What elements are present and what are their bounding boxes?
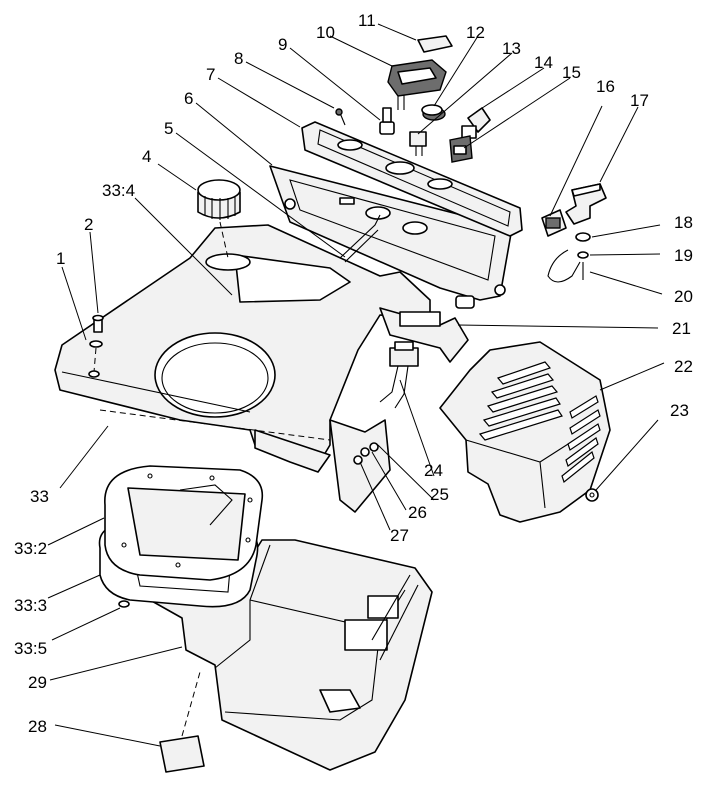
callout-22: 22 (674, 357, 693, 376)
callout-33-3: 33:3 (14, 596, 47, 615)
callout-12: 12 (466, 23, 485, 42)
callout-1: 1 (56, 249, 65, 268)
part-15-switch (449, 135, 473, 163)
part-33-5-nut (118, 600, 130, 608)
callout-6: 6 (184, 89, 193, 108)
callout-28: 28 (28, 717, 47, 736)
callout-27: 27 (390, 526, 409, 545)
callout-7: 7 (206, 65, 215, 84)
callout-23: 23 (670, 401, 689, 420)
callout-33: 33 (30, 487, 49, 506)
part-13-choke (409, 131, 427, 156)
callout-25: 25 (430, 485, 449, 504)
part-28-pad (159, 671, 205, 773)
callout-4: 4 (142, 147, 151, 166)
callout-10: 10 (316, 23, 335, 42)
callout-17: 17 (630, 91, 649, 110)
part-33-upper-shroud (54, 224, 431, 513)
part-12-knob (421, 104, 446, 121)
callout-20: 20 (674, 287, 693, 306)
callout-8: 8 (234, 49, 243, 68)
part-33-2-mounting-plate (104, 465, 264, 581)
part-5-harness (339, 214, 381, 263)
part-11-switch-cover (417, 35, 453, 53)
callout-9: 9 (278, 35, 287, 54)
part-10-switch (387, 59, 447, 97)
part-4-fuel-cap (197, 179, 251, 271)
part-8-screw (335, 108, 346, 126)
part-22-engine-cover (439, 341, 611, 523)
part-7-control-bezel (301, 121, 523, 237)
leader-lines (47, 23, 665, 747)
callout-13: 13 (502, 39, 521, 58)
callout-18: 18 (674, 213, 693, 232)
callout-26: 26 (408, 503, 427, 522)
callout-21: 21 (672, 319, 691, 338)
callout-14: 14 (534, 53, 553, 72)
callout-33-4: 33:4 (102, 181, 135, 200)
callout-16: 16 (596, 77, 615, 96)
part-23-nut (585, 488, 599, 502)
callout-33-5: 33:5 (14, 639, 47, 658)
part-2-screw (92, 314, 104, 333)
part-16-receptacle (541, 209, 567, 237)
part-18-washer (575, 232, 591, 242)
part-20-screw (547, 249, 584, 283)
callout-19: 19 (674, 246, 693, 265)
callout-29: 29 (28, 673, 47, 692)
part-19-washer (577, 251, 589, 259)
part-6-dash-panel (269, 165, 513, 309)
callout-24: 24 (424, 461, 443, 480)
part-1-washer (88, 340, 103, 378)
part-21-bracket (379, 307, 469, 363)
part-24-connector (379, 341, 419, 409)
part-17-plug (565, 183, 607, 225)
callout-labels: 1 2 4 33:4 5 6 7 8 9 10 11 12 13 14 15 1… (14, 11, 693, 736)
callout-33-2: 33:2 (14, 539, 47, 558)
callout-5: 5 (164, 119, 173, 138)
callout-15: 15 (562, 63, 581, 82)
callout-11: 11 (358, 11, 376, 30)
callout-2: 2 (84, 215, 93, 234)
